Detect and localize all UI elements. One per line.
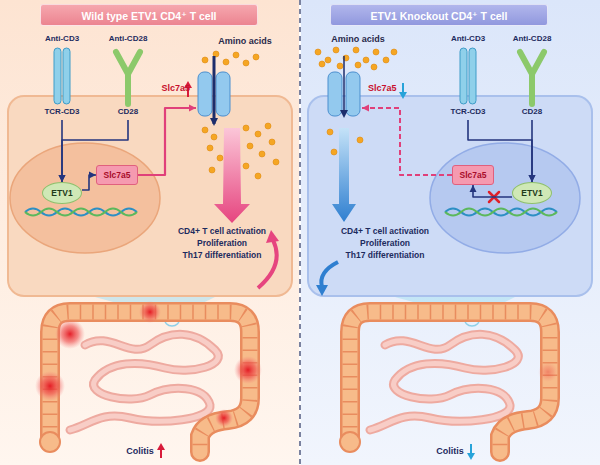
effect-arrow	[316, 285, 328, 296]
arrowhead	[529, 175, 536, 182]
panel-header: Wild type ETV1 CD4⁺ T cell	[40, 4, 258, 26]
transporter	[198, 72, 360, 116]
factor-label: ETV1	[513, 183, 551, 203]
molecule-label: Amino acids	[288, 34, 428, 44]
nucleus	[10, 143, 160, 253]
transporter: Slc7a5	[326, 70, 362, 118]
connector	[82, 172, 96, 191]
dna-strand	[25, 209, 137, 216]
arrowhead	[362, 105, 369, 112]
receptor-label: TCR-CD3	[428, 107, 508, 116]
connector-line	[531, 120, 533, 182]
effect-arrow	[214, 128, 250, 223]
divider	[299, 0, 300, 465]
decrease-arrow	[402, 83, 404, 93]
arrowhead	[59, 175, 66, 182]
connector	[138, 105, 196, 176]
receptor: Anti-CD28CD28	[100, 34, 156, 120]
effect-arrow	[258, 240, 277, 288]
increase-arrow	[157, 443, 165, 450]
transcription-factor: ETV1	[42, 182, 82, 204]
antibody-label: Anti-CD3	[22, 34, 102, 43]
outcome-label: Proliferation	[315, 238, 455, 248]
receptor-label: CD28	[88, 107, 168, 116]
connector	[470, 185, 513, 197]
cell-membrane	[8, 96, 292, 296]
receptor-label: CD28	[492, 107, 572, 116]
transporter-label: Slc7a5	[134, 83, 190, 93]
dna-strand	[445, 209, 557, 216]
connector-line	[362, 108, 452, 175]
decrease-arrow	[399, 92, 407, 99]
panel-header: ETV1 Knockout CD4⁺ T cell	[330, 4, 548, 26]
gene-box: Slc7a5	[96, 165, 138, 185]
decrease-arrow	[470, 444, 472, 454]
arrowhead	[189, 105, 196, 112]
uptake-arrow	[213, 56, 216, 124]
nucleus	[430, 143, 580, 253]
disease-label: Colitis	[70, 446, 210, 456]
inhibition-cross	[489, 192, 499, 202]
uptake-arrow	[343, 56, 345, 116]
panel-background	[0, 0, 299, 465]
gene-box: Slc7a5	[452, 165, 494, 185]
connector	[59, 120, 66, 182]
effect-arrow	[266, 230, 279, 243]
connector-line	[138, 108, 196, 175]
receptor: Anti-CD3TCR-CD3	[440, 34, 496, 120]
cell-membrane	[308, 96, 592, 296]
effect-arrow	[332, 128, 356, 222]
transporter: Slc7a5	[196, 70, 232, 118]
antibody-label: Anti-CD28	[88, 34, 168, 43]
receptor-label: TCR-CD3	[22, 107, 102, 116]
dna-strand	[445, 209, 557, 216]
panel-background	[301, 0, 600, 465]
outcome-label: Th17 differentiation	[152, 250, 292, 260]
antibody-label: Anti-CD3	[428, 34, 508, 43]
arrowhead	[470, 185, 477, 192]
effect-arrow	[321, 262, 338, 287]
gene-label: Slc7a5	[453, 166, 493, 184]
arrowhead	[89, 172, 96, 179]
outcome-label: CD4+ T cell activation	[315, 226, 455, 236]
factor-label: ETV1	[43, 183, 81, 203]
connector	[362, 105, 452, 176]
arrowhead	[529, 175, 536, 182]
connector-line	[473, 185, 512, 197]
connector-line	[82, 175, 96, 190]
gene-label: Slc7a5	[97, 166, 137, 184]
disease-label: Colitis	[380, 446, 520, 456]
inflammation-spot	[35, 301, 558, 427]
connector-line	[61, 120, 63, 182]
outcome-label: Th17 differentiation	[315, 250, 455, 260]
outcome-label: CD4+ T cell activation	[152, 226, 292, 236]
dna-strand	[25, 209, 137, 216]
transporter-label: Slc7a5	[368, 83, 424, 93]
antibody-label: Anti-CD28	[492, 34, 572, 43]
transcription-factor: ETV1	[512, 182, 552, 204]
receptor: Anti-CD3TCR-CD3	[34, 34, 90, 120]
connector	[529, 120, 536, 182]
colon	[40, 297, 250, 452]
outcome-label: Proliferation	[152, 238, 292, 248]
molecule-label: Amino acids	[175, 36, 315, 46]
receptor: Anti-CD28CD28	[504, 34, 560, 120]
decrease-arrow	[467, 453, 475, 460]
arrowhead	[59, 175, 66, 182]
